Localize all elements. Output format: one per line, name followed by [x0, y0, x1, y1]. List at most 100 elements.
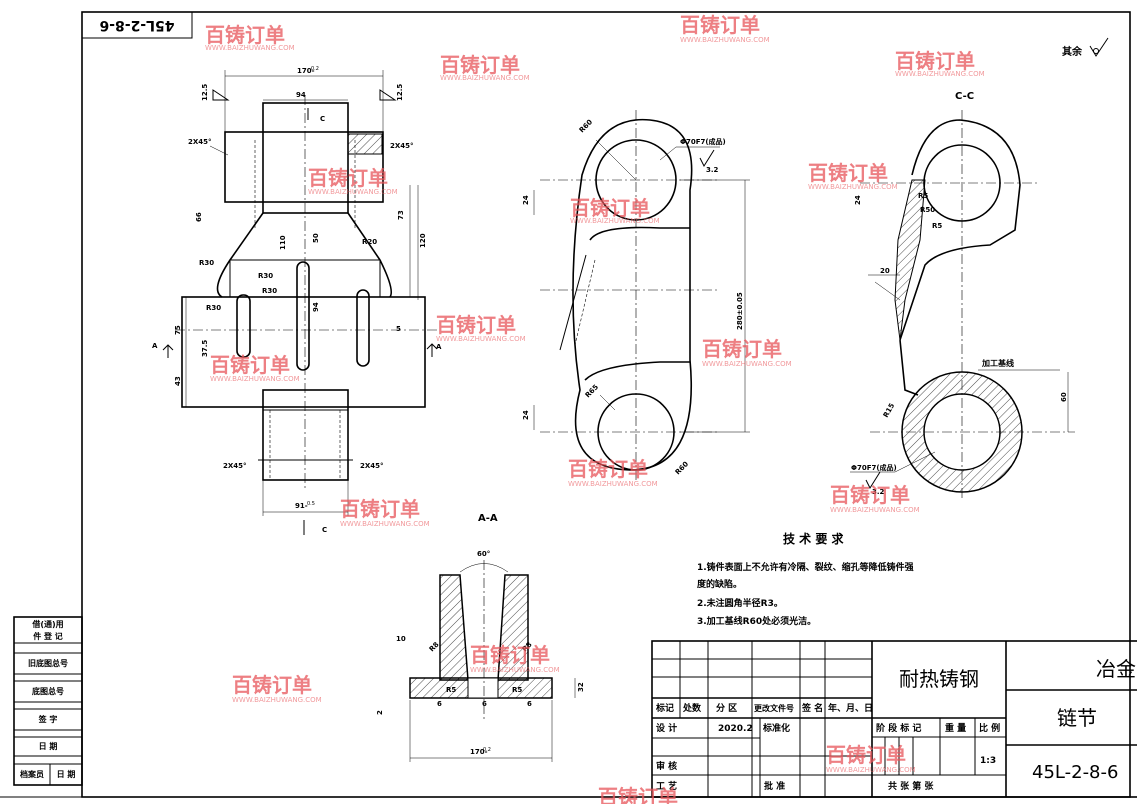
svg-text:WWW.BAIZHUWANG.COM: WWW.BAIZHUWANG.COM [570, 217, 660, 225]
svg-text:百铸订单: 百铸订单 [568, 457, 648, 481]
roughness-symbol-icon [865, 471, 881, 490]
svg-text:百铸订单: 百铸订单 [895, 49, 975, 73]
part-number: 45L-2-8-6 [1032, 762, 1118, 783]
svg-text:1:3: 1:3 [980, 756, 996, 766]
svg-text:43: 43 [174, 376, 182, 386]
svg-text:WWW.BAIZHUWANG.COM: WWW.BAIZHUWANG.COM [808, 183, 898, 191]
roughness-symbol-icon [1089, 37, 1109, 57]
svg-text:WWW.BAIZHUWANG.COM: WWW.BAIZHUWANG.COM [340, 520, 430, 528]
svg-text:110: 110 [279, 235, 287, 250]
svg-text:处数: 处数 [682, 702, 702, 714]
svg-text:WWW.BAIZHUWANG.COM: WWW.BAIZHUWANG.COM [680, 36, 770, 44]
svg-text:WWW.BAIZHUWANG.COM: WWW.BAIZHUWANG.COM [702, 360, 792, 368]
dim-aa-width: 170- [470, 748, 488, 756]
svg-text:WWW.BAIZHUWANG.COM: WWW.BAIZHUWANG.COM [436, 335, 526, 343]
section-cc-view: C-C 24 20 R5 R50 R5 R15 加工基线 60 Φ70F7(成品… [850, 91, 1075, 500]
part-name: 链节 [1057, 706, 1097, 730]
svg-text:R5: R5 [932, 222, 942, 230]
svg-text:年、月、日: 年、月、日 [828, 702, 873, 714]
svg-text:0.5: 0.5 [307, 501, 315, 507]
dim-inner-width: 94 [296, 91, 306, 99]
svg-text:5: 5 [396, 325, 401, 333]
svg-text:标准化: 标准化 [762, 722, 790, 734]
svg-text:WWW.BAIZHUWANG.COM: WWW.BAIZHUWANG.COM [826, 766, 916, 774]
svg-text:百铸订单: 百铸订单 [830, 483, 910, 507]
svg-text:WWW.BAIZHUWANG.COM: WWW.BAIZHUWANG.COM [205, 44, 295, 52]
svg-text:24: 24 [522, 195, 530, 205]
svg-text:重 量: 重 量 [945, 722, 966, 734]
svg-text:百铸订单: 百铸订单 [808, 161, 888, 185]
svg-text:百铸订单: 百铸订单 [210, 353, 290, 377]
svg-text:百铸订单: 百铸订单 [440, 53, 520, 77]
machined-baseline-label: 加工基线 [981, 358, 1014, 368]
svg-text:签 字: 签 字 [38, 714, 58, 724]
rotated-number-box [81, 11, 193, 39]
svg-text:百铸订单: 百铸订单 [308, 166, 388, 190]
svg-text:签 名: 签 名 [801, 702, 823, 714]
svg-text:R30: R30 [206, 304, 221, 312]
svg-text:百铸订单: 百铸订单 [340, 497, 420, 521]
svg-text:6: 6 [527, 700, 532, 708]
svg-text:更改文件号: 更改文件号 [754, 703, 794, 713]
svg-text:共 张 第 张: 共 张 第 张 [888, 780, 934, 792]
svg-text:20: 20 [880, 267, 890, 275]
svg-text:2X45°: 2X45° [360, 462, 384, 470]
roughness-note: 其余 [1062, 45, 1083, 58]
svg-text:R50: R50 [920, 206, 935, 214]
svg-text:WWW.BAIZHUWANG.COM: WWW.BAIZHUWANG.COM [830, 506, 920, 514]
rotated-drawing-number: 45L-2-8-6 [99, 17, 174, 33]
svg-text:0.2: 0.2 [483, 747, 491, 753]
svg-text:R20: R20 [362, 238, 377, 246]
title-block: 标记 处数 分 区 更改文件号 签 名 年、月、日 设 计 2020.2 标准化… [651, 640, 1137, 798]
svg-text:2020.2: 2020.2 [718, 724, 753, 734]
side-view: 280±0.05 R60 Φ70F7(成品) 3.2 24 24 R65 R60 [522, 110, 750, 480]
svg-text:2X45°: 2X45° [223, 462, 247, 470]
svg-text:3.2: 3.2 [706, 166, 719, 174]
svg-text:WWW.BAIZHUWANG.COM: WWW.BAIZHUWANG.COM [568, 480, 658, 488]
section-aa-title: A-A [478, 513, 498, 524]
svg-text:档案员: 档案员 [20, 769, 44, 779]
svg-text:WWW.BAIZHUWANG.COM: WWW.BAIZHUWANG.COM [308, 188, 398, 196]
svg-text:6: 6 [482, 700, 487, 708]
svg-text:审 核: 审 核 [656, 760, 677, 772]
svg-text:12.5: 12.5 [396, 84, 404, 101]
dim-bottom-width: 91- [295, 502, 308, 510]
svg-text:50: 50 [312, 233, 320, 243]
svg-text:百铸订单: 百铸订单 [570, 196, 650, 220]
svg-text:60°: 60° [477, 550, 490, 558]
svg-text:WWW.BAIZHUWANG.COM: WWW.BAIZHUWANG.COM [210, 375, 300, 383]
svg-text:R30: R30 [199, 259, 214, 267]
svg-text:C: C [320, 115, 325, 123]
svg-text:借(通)用: 借(通)用 [31, 619, 63, 629]
svg-text:批 准: 批 准 [764, 780, 785, 792]
technical-requirements: 技 术 要 求 1.铸件表面上不允许有冷隔、裂纹、缩孔等降低铸件强 度的缺陷。 … [697, 531, 914, 627]
section-cc-title: C-C [955, 91, 974, 102]
svg-text:24: 24 [854, 195, 862, 205]
svg-text:12.5: 12.5 [201, 84, 209, 101]
tech-req-title: 技 术 要 求 [783, 531, 845, 546]
svg-text:设 计: 设 计 [656, 722, 677, 734]
svg-text:A: A [152, 342, 158, 350]
svg-text:R5: R5 [918, 192, 928, 200]
svg-text:0.2: 0.2 [311, 66, 319, 72]
dim-top-width: 170- [297, 67, 315, 75]
svg-text:分 区: 分 区 [716, 702, 737, 714]
svg-text:R5: R5 [446, 686, 456, 694]
material-name: 耐热铸钢 [899, 667, 979, 691]
watermark: 百铸订单 [598, 785, 678, 804]
